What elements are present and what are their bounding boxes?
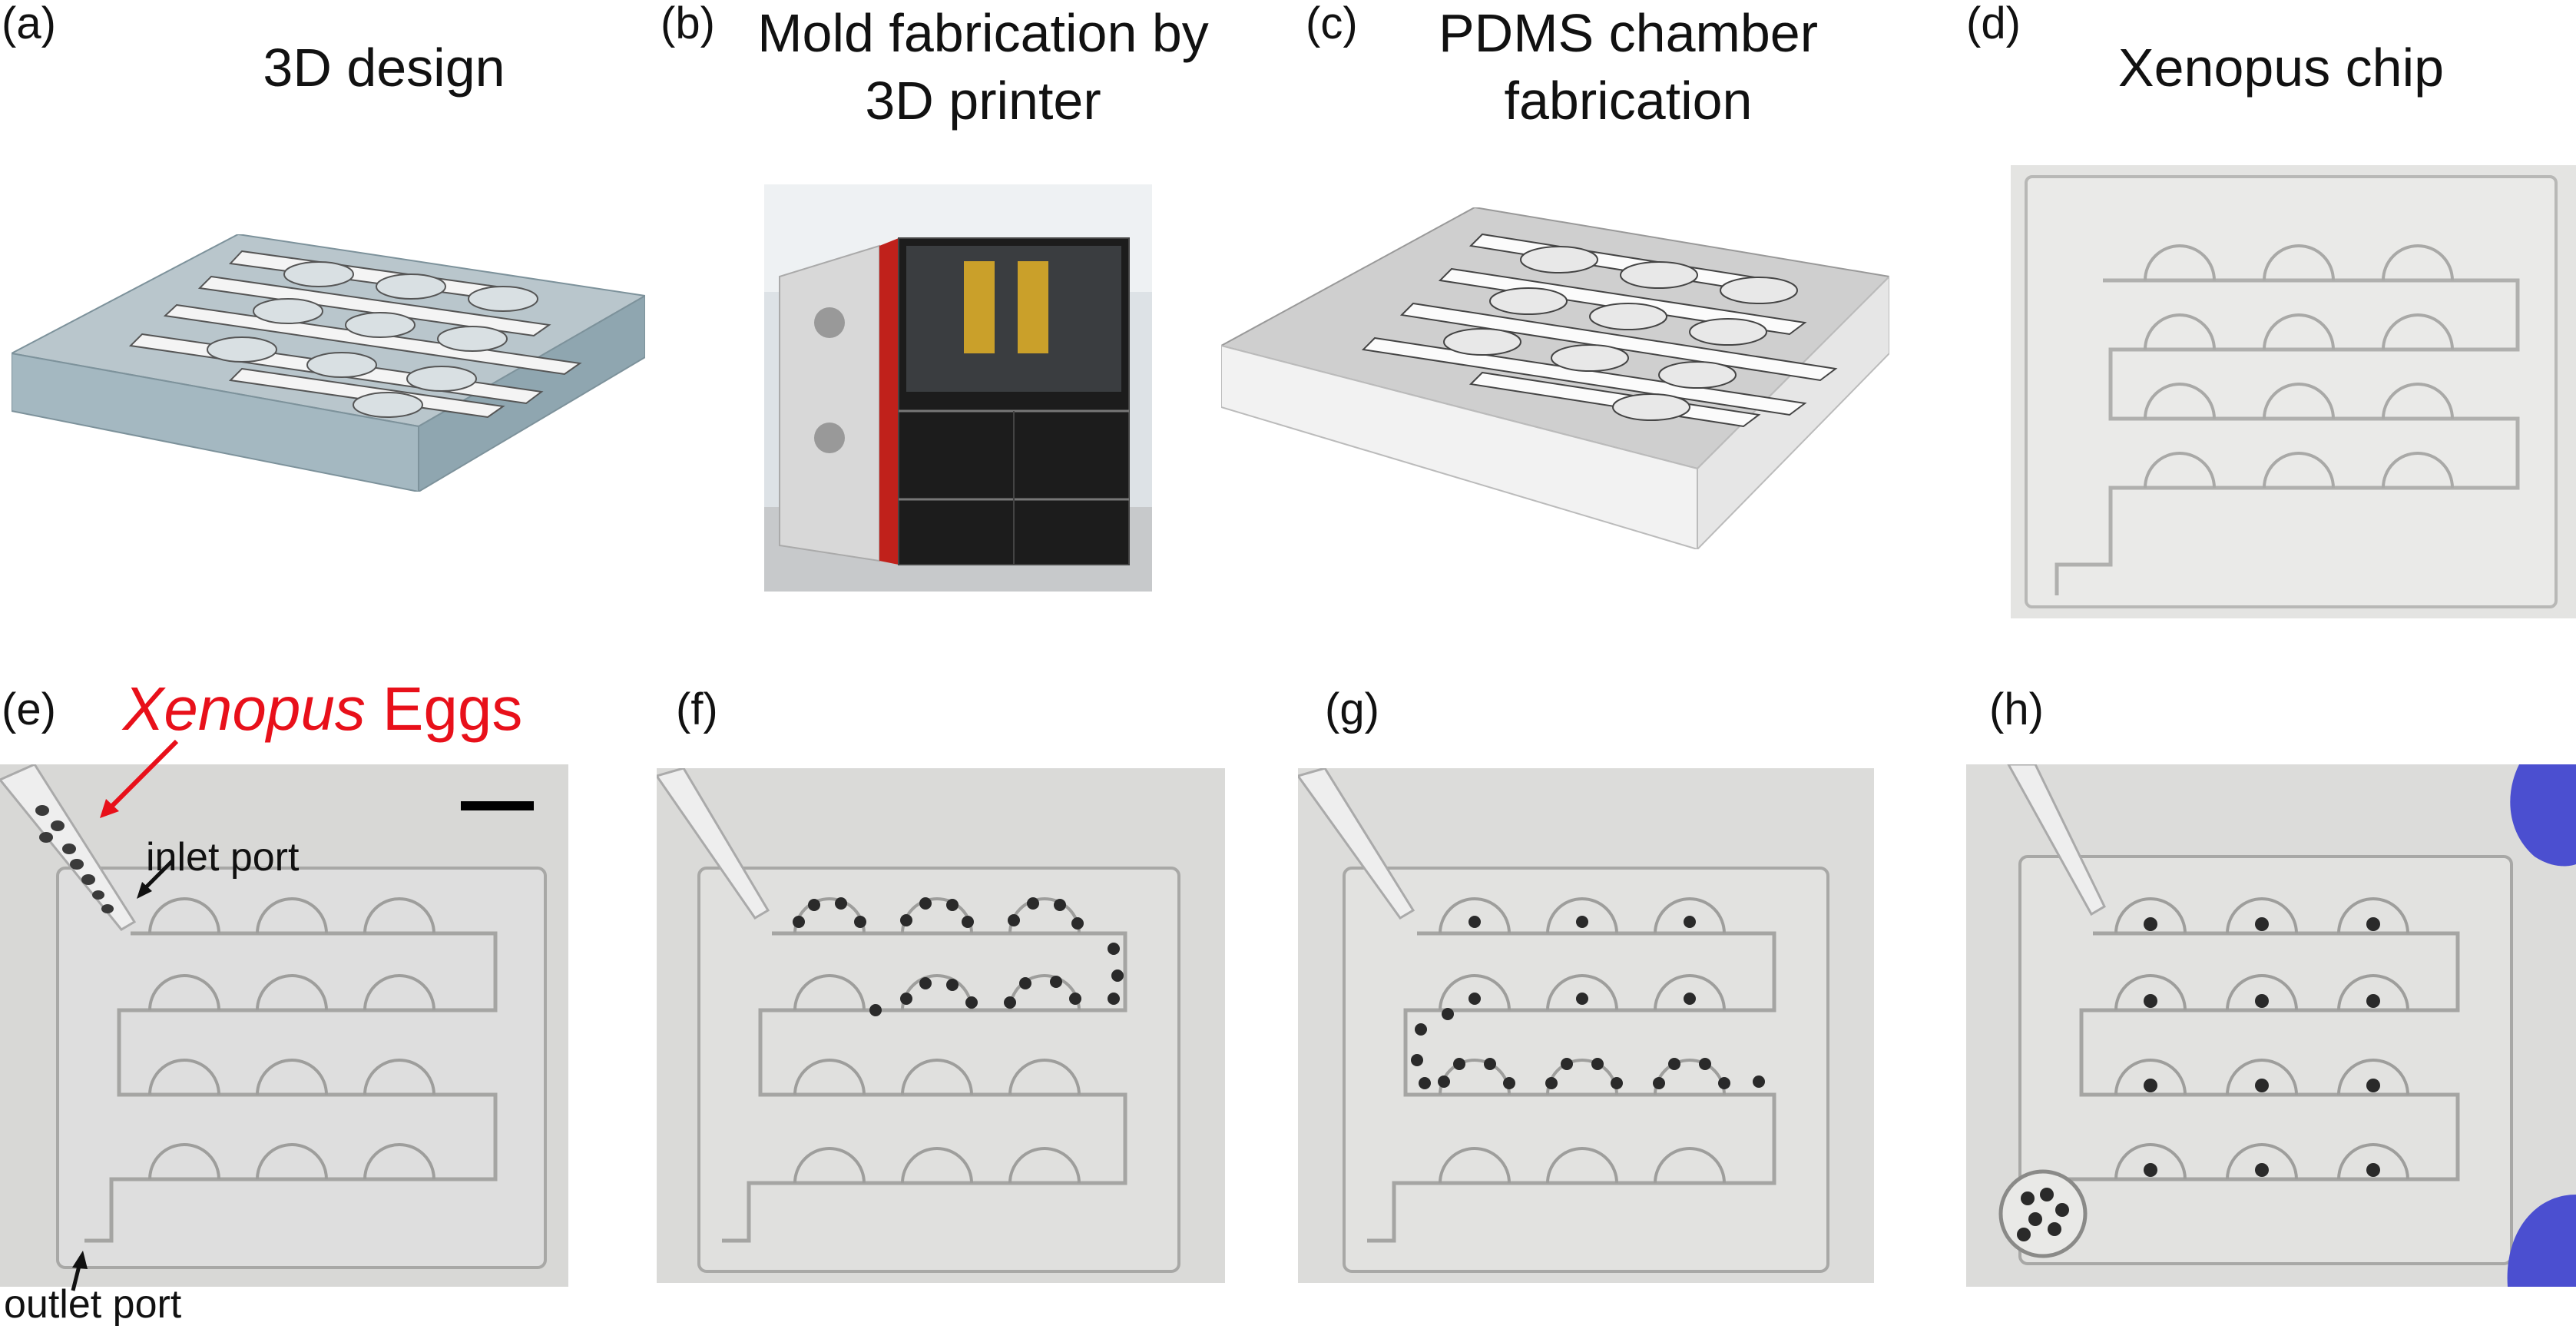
panel-h-chip-photo (1966, 764, 2576, 1287)
inlet-port-annotation: inlet port (146, 835, 300, 880)
inlet-arrow (141, 859, 174, 893)
panel-label-f: (f) (676, 684, 718, 734)
panel-d-chip-photo (2011, 165, 2576, 618)
panel-title-c-line2: fabrication (1504, 70, 1753, 131)
panel-label-h: (h) (1989, 684, 2044, 734)
panel-label-e: (e) (2, 684, 56, 734)
annotation-arrows (71, 739, 179, 1291)
xenopus-eggs-italic: Xenopus (123, 674, 366, 743)
eggs-arrowhead (100, 799, 119, 818)
panel-label-d: (d) (1966, 0, 2021, 48)
xenopus-eggs-rest: Eggs (365, 674, 523, 743)
panel-title-b-line2: 3D printer (865, 70, 1101, 131)
scale-bar (461, 801, 534, 810)
panel-e-chip-photo (0, 764, 568, 1287)
panel-a-mold-render (12, 234, 645, 492)
panel-c-pdms-render (1221, 207, 1889, 549)
panel-label-g: (g) (1325, 684, 1379, 734)
panel-title-c: PDMS chamber fabrication (1382, 0, 1874, 134)
panel-label-a: (a) (2, 0, 56, 48)
panel-label-b: (b) (661, 0, 715, 48)
panel-g-chip-photo (1298, 768, 1874, 1283)
panel-f-chip-photo (657, 768, 1225, 1283)
outlet-arrowhead (72, 1251, 88, 1269)
outlet-port-annotation: outlet port (4, 1282, 182, 1327)
panel-label-c: (c) (1306, 0, 1358, 48)
panel-title-a: 3D design (263, 38, 505, 98)
panel-title-d: Xenopus chip (2117, 38, 2445, 98)
panel-title-c-line1: PDMS chamber (1438, 3, 1819, 63)
panel-b-printer-photo (764, 184, 1152, 592)
eggs-arrow (105, 739, 179, 813)
inlet-arrowhead (137, 882, 152, 899)
xenopus-eggs-annotation: Xenopus Eggs (123, 678, 522, 740)
panel-title-b: Mold fabrication by 3D printer (737, 0, 1229, 134)
panel-title-b-line1: Mold fabrication by (757, 3, 1209, 63)
